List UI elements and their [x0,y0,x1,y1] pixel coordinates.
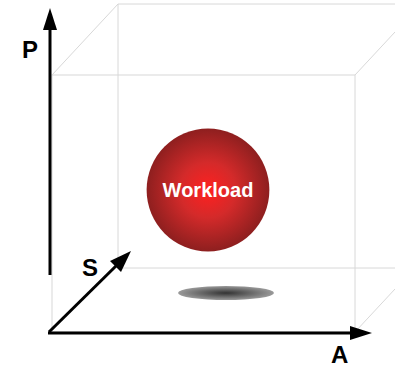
wireframe-cube [52,4,395,332]
axes [43,8,372,340]
workload-sphere: Workload [146,128,270,252]
node-label: Workload [163,179,254,202]
axis-label: A [331,343,348,367]
axis-label: P [22,38,38,62]
shadow-ellipse [178,286,274,300]
axis-label: S [82,256,98,280]
